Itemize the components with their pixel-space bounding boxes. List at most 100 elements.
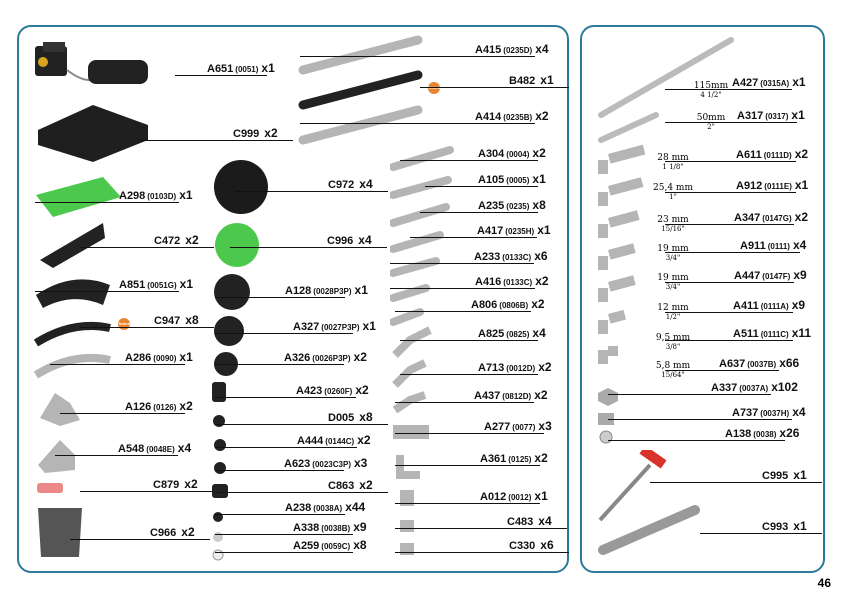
measurement-mm: 50mm bbox=[696, 113, 726, 123]
part-quantity: x2 bbox=[181, 525, 195, 539]
part-ref: (0090) bbox=[153, 354, 177, 363]
leader-line bbox=[140, 140, 293, 141]
part-code: C863 bbox=[328, 480, 355, 492]
curved-plate bbox=[33, 270, 113, 310]
part-quantity: x2 bbox=[357, 433, 371, 447]
measurement-mm: 5,8 mm bbox=[655, 361, 691, 371]
chassis-plate bbox=[33, 100, 153, 165]
part-quantity: x8 bbox=[185, 313, 199, 327]
part-ref: (0028P3P) bbox=[313, 287, 352, 296]
part-quantity: x11 bbox=[791, 326, 812, 340]
part-code: A713 bbox=[478, 362, 505, 374]
measurement-mm: 9,5 mm bbox=[655, 333, 691, 343]
leader-line bbox=[50, 364, 185, 365]
part-label: A611(0111D)x2 bbox=[736, 148, 808, 162]
part-quantity: x2 bbox=[353, 350, 367, 364]
part-code: A347 bbox=[734, 212, 761, 224]
long-strip-1 bbox=[298, 35, 423, 75]
part-quantity: x4 bbox=[359, 177, 373, 191]
leader-line bbox=[55, 455, 178, 456]
part-label: A411(0111A)x9 bbox=[733, 299, 805, 313]
part-ref: (0026P3P) bbox=[312, 354, 351, 363]
measurement-inch: 1" bbox=[669, 193, 677, 201]
part-code: A286 bbox=[125, 352, 152, 364]
part-code: A277 bbox=[484, 421, 511, 433]
part-ref: (0038A) bbox=[313, 504, 343, 513]
part-quantity: x1 bbox=[791, 108, 805, 122]
long-strip-2 bbox=[298, 70, 423, 110]
part-ref: (0012) bbox=[508, 493, 532, 502]
part-code: A548 bbox=[118, 443, 145, 455]
part-code: A126 bbox=[125, 401, 152, 413]
leader-line bbox=[608, 419, 792, 420]
part-quantity: x9 bbox=[353, 520, 367, 534]
part-code: D005 bbox=[328, 412, 355, 424]
measurement-mm: 19 mm bbox=[657, 273, 689, 283]
leader-line bbox=[665, 340, 793, 341]
leader-line bbox=[215, 333, 353, 334]
part-quantity: x2 bbox=[794, 147, 809, 161]
part-quantity: x1 bbox=[179, 350, 193, 364]
part-ref: (0005) bbox=[506, 176, 530, 185]
small-part-4 bbox=[212, 461, 228, 475]
part-ref: (0038B) bbox=[321, 524, 351, 533]
part-code: A912 bbox=[736, 180, 763, 192]
leader-line bbox=[400, 160, 538, 161]
leader-line bbox=[390, 263, 534, 264]
part-quantity: x1 bbox=[793, 519, 807, 533]
part-ref: (0111E) bbox=[764, 182, 792, 191]
leader-line bbox=[215, 470, 344, 471]
leader-line bbox=[215, 364, 344, 365]
part-ref: (0111D) bbox=[763, 151, 792, 160]
part-quantity: x44 bbox=[345, 500, 366, 514]
leader-line bbox=[390, 288, 535, 289]
part-quantity: x4 bbox=[358, 233, 372, 247]
part-code: A427 bbox=[732, 77, 759, 89]
leader-line bbox=[665, 252, 800, 253]
leader-line bbox=[215, 424, 388, 425]
part-quantity: x1 bbox=[532, 172, 546, 186]
leader-line bbox=[395, 552, 569, 553]
part-label: A511(0111C)x11 bbox=[733, 327, 811, 341]
gear-large bbox=[212, 272, 252, 312]
part-label: A713(0012D)x2 bbox=[478, 361, 552, 375]
part-quantity: x1 bbox=[362, 319, 376, 333]
small-part-3 bbox=[212, 438, 228, 452]
long-axle bbox=[596, 35, 736, 120]
part-quantity: x3 bbox=[353, 456, 368, 470]
leader-line bbox=[665, 89, 792, 90]
part-ref: (0111A) bbox=[760, 302, 789, 311]
part-code: A337 bbox=[711, 382, 738, 394]
part-code: A238 bbox=[285, 502, 312, 514]
tutorial-badge-icon: Tutorial bbox=[118, 318, 132, 330]
leader-line bbox=[608, 394, 771, 395]
part-ref: (0260F) bbox=[324, 387, 353, 396]
leader-line bbox=[395, 465, 540, 466]
measurement-mm: 23 mm bbox=[657, 215, 689, 225]
part-ref: (0317) bbox=[765, 112, 789, 121]
leader-line bbox=[665, 370, 779, 371]
measurement-inch: 4 1/2" bbox=[700, 91, 722, 99]
part-label: D005 x8 bbox=[328, 411, 373, 425]
part-quantity: x2 bbox=[355, 383, 369, 397]
part-label: A361(0125)x2 bbox=[480, 452, 548, 466]
leader-line bbox=[80, 327, 214, 328]
part-quantity: x1 bbox=[794, 178, 809, 192]
part-ref: (0235) bbox=[506, 202, 530, 211]
part-quantity: x6 bbox=[534, 249, 548, 263]
part-label: A012(0012)x1 bbox=[480, 490, 548, 504]
measurement-mm: 115mm bbox=[693, 81, 729, 91]
part-code: A235 bbox=[478, 200, 505, 212]
measurement-mm: 28 mm bbox=[657, 153, 689, 163]
part-code: B482 bbox=[509, 75, 536, 87]
part-code: A327 bbox=[293, 321, 320, 333]
part-quantity: x8 bbox=[359, 410, 373, 424]
measurement-inch: 1 1/8" bbox=[662, 163, 684, 171]
